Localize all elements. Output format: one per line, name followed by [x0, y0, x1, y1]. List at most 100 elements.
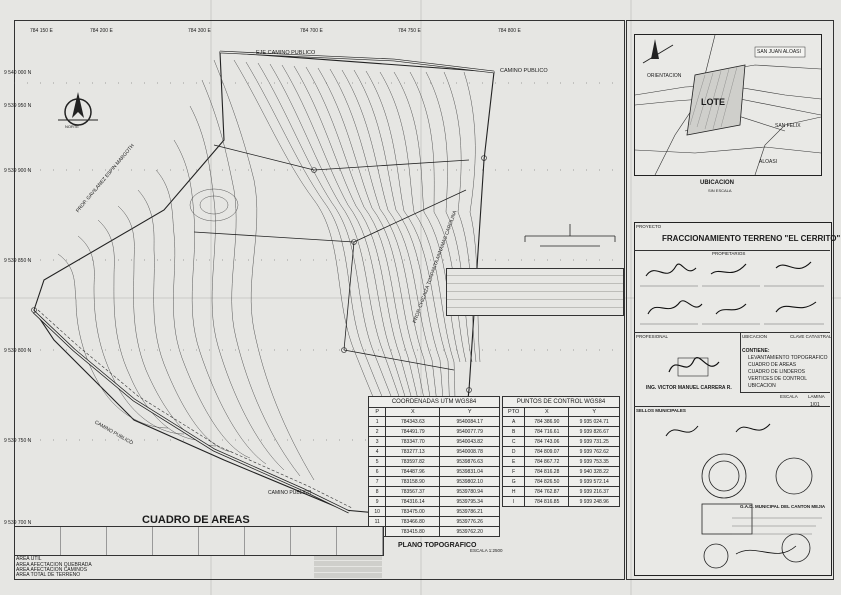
engineer-signature [668, 357, 720, 377]
contents-item: VERTICES DE CONTROL [748, 376, 808, 382]
sheet-value: 1/01 [810, 402, 820, 408]
grid-label-left: 9 539 900 N [4, 168, 32, 174]
table-cell: D [501, 446, 526, 457]
table-cell: 5 [367, 456, 387, 467]
table-cell: 784 762.87 [524, 486, 570, 497]
table-cell: 9540043.82 [439, 436, 500, 447]
area-values [314, 556, 382, 578]
divider [634, 250, 830, 251]
grid-label-left: 9 539 850 N [4, 258, 32, 264]
sheet-label: LAMINA [808, 394, 825, 399]
municipal-stamps [665, 423, 822, 569]
fold-mark [630, 0, 632, 595]
road-label: CAMINO PUBLICO [268, 490, 312, 496]
table-cell: B [501, 426, 526, 437]
grid-label-left: 9 539 950 N [4, 103, 32, 109]
area-row-label: AREA AFECTACION QUEBRADA [16, 562, 92, 568]
table-cell: 784 816.85 [524, 496, 570, 507]
table-cell: 9 939 572.14 [568, 476, 620, 487]
table-cell: 9 939 216.37 [568, 486, 620, 497]
owner-signatures [640, 261, 824, 325]
table-cell: G [501, 476, 526, 487]
grid-label-left: 9 540 000 N [4, 70, 32, 76]
table-cell: 783158.90 [385, 476, 441, 487]
grid-label-left: 9 539 750 N [4, 438, 32, 444]
table-cell: 1 [367, 416, 387, 427]
north-label: NORTE [65, 124, 79, 129]
table-cell: 784 386.90 [524, 416, 570, 427]
grid-label-top: 784 300 E [188, 28, 211, 34]
table-cell: 784 867.72 [524, 456, 570, 467]
location-map [634, 34, 822, 176]
orientation-arrow-icon [642, 39, 674, 64]
table-cell: 783277.13 [385, 446, 441, 457]
project-title: FRACCIONAMIENTO TERRENO "EL CERRITO" [662, 234, 841, 243]
grid-label-top: 784 800 E [498, 28, 521, 34]
contents-item: UBICACION [748, 383, 776, 389]
table-cell: 9540077.79 [439, 426, 500, 437]
place-label: SAN JUAN ALOASI [757, 49, 801, 55]
grid-label-top: 784 750 E [398, 28, 421, 34]
road-label: EJE CAMINO PUBLICO [256, 50, 316, 56]
grid-label-top: 784 150 E [30, 28, 53, 34]
table-cell: 9 940 328.22 [568, 466, 620, 477]
owners-label: PROPIETARIOS [712, 251, 746, 256]
table-cell: 784343.63 [385, 416, 441, 427]
table-cell: F [501, 466, 526, 477]
table-cell: 8 [367, 486, 387, 497]
table-cell: 9539831.04 [439, 466, 500, 477]
grid-label-left: 9 539 700 N [4, 520, 32, 526]
column-header: Y [568, 407, 620, 417]
table-cell: 9540084.17 [439, 416, 500, 427]
areas-table-header [14, 526, 384, 556]
table-cell: 9 939 753.35 [568, 456, 620, 467]
orientation-label: ORIENTACION [647, 73, 682, 79]
column-header: Y [439, 407, 500, 417]
scale-label: ESCALA [780, 394, 798, 399]
cadastral-label: CLAVE CATASTRAL [790, 334, 832, 339]
divider [740, 392, 830, 393]
table-cell: 11 [367, 516, 387, 527]
areas-title: CUADRO DE AREAS [142, 514, 250, 526]
column-header: P [367, 407, 387, 417]
area-row-label: AREA UTIL [16, 556, 42, 562]
table-cell: 9539780.94 [439, 486, 500, 497]
control-points-title: PUNTOS DE CONTROL WGS84 [502, 396, 620, 408]
table-cell: 9540008.78 [439, 446, 500, 457]
table-cell: 784487.96 [385, 466, 441, 477]
table-cell: 9 [367, 496, 387, 507]
column-header: X [385, 407, 441, 417]
location-inset: ORIENTACION LOTE SAN JUAN ALOASI SAN FEL… [634, 34, 822, 176]
location-subtitle: SIN ESCALA [708, 188, 732, 193]
engineer-name: ING. VICTOR MANUEL CARRERA R. [646, 385, 732, 391]
place-label: ALOASI [759, 159, 778, 165]
table-cell: 784491.79 [385, 426, 441, 437]
table-cell: 9 939 826.67 [568, 426, 620, 437]
road-section-diagram [524, 224, 616, 247]
table-cell: 783466.80 [385, 516, 441, 527]
table-cell: 9 939 731.25 [568, 436, 620, 447]
grid-label-left: 9 539 800 N [4, 348, 32, 354]
table-cell: 6 [367, 466, 387, 477]
table-cell: C [501, 436, 526, 447]
table-cell: 783597.82 [385, 456, 441, 467]
municipal-seals-label: SELLOS MUNICIPALES [636, 408, 686, 413]
location-title: UBICACION [700, 180, 734, 186]
table-cell: 783567.37 [385, 486, 441, 497]
area-row-label: AREA AFECTACION CAMINOS [16, 567, 88, 573]
title-block [634, 222, 832, 576]
